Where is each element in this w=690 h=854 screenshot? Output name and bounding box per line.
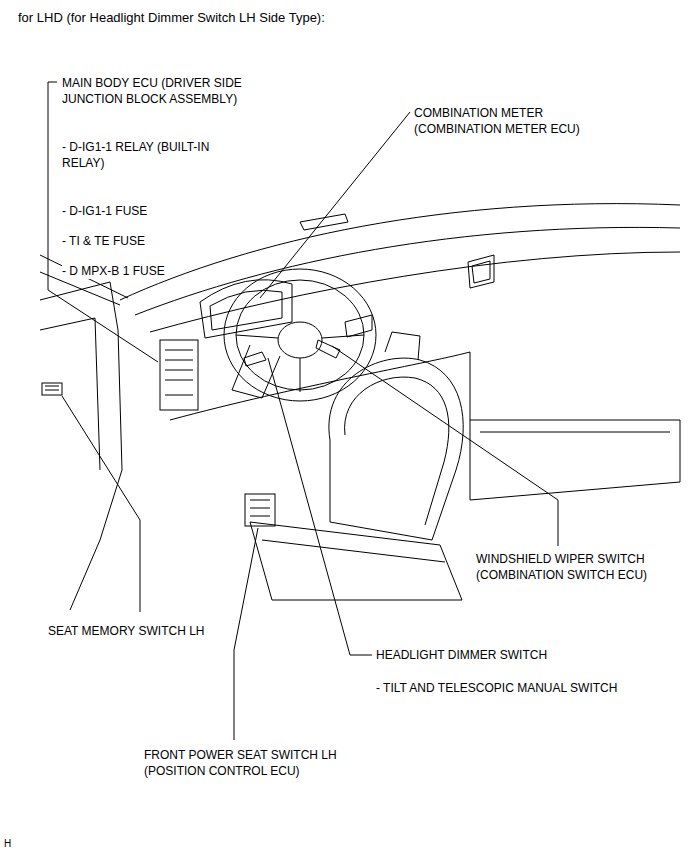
part-label: SEAT MEMORY SWITCH LH xyxy=(48,623,204,639)
part-label: MAIN BODY ECU (DRIVER SIDE JUNCTION BLOC… xyxy=(62,75,297,107)
part-label: COMBINATION METER (COMBINATION METER ECU… xyxy=(414,105,629,137)
part-label: WINDSHIELD WIPER SWITCH (COMBINATION SWI… xyxy=(476,551,681,583)
part-label: - D-IG1-1 RELAY (BUILT-IN RELAY) xyxy=(62,139,212,171)
diagram-title: for LHD (for Headlight Dimmer Switch LH … xyxy=(18,10,325,26)
part-label: FRONT POWER SEAT SWITCH LH (POSITION CON… xyxy=(144,747,389,779)
part-label: H xyxy=(4,836,11,852)
part-label: - TILT AND TELESCOPIC MANUAL SWITCH xyxy=(376,680,617,696)
part-label: - D-IG1-1 FUSE xyxy=(62,203,147,219)
part-label: HEADLIGHT DIMMER SWITCH xyxy=(376,647,547,663)
part-label: - D MPX-B 1 FUSE xyxy=(62,263,165,279)
part-label: - TI & TE FUSE xyxy=(62,233,145,249)
